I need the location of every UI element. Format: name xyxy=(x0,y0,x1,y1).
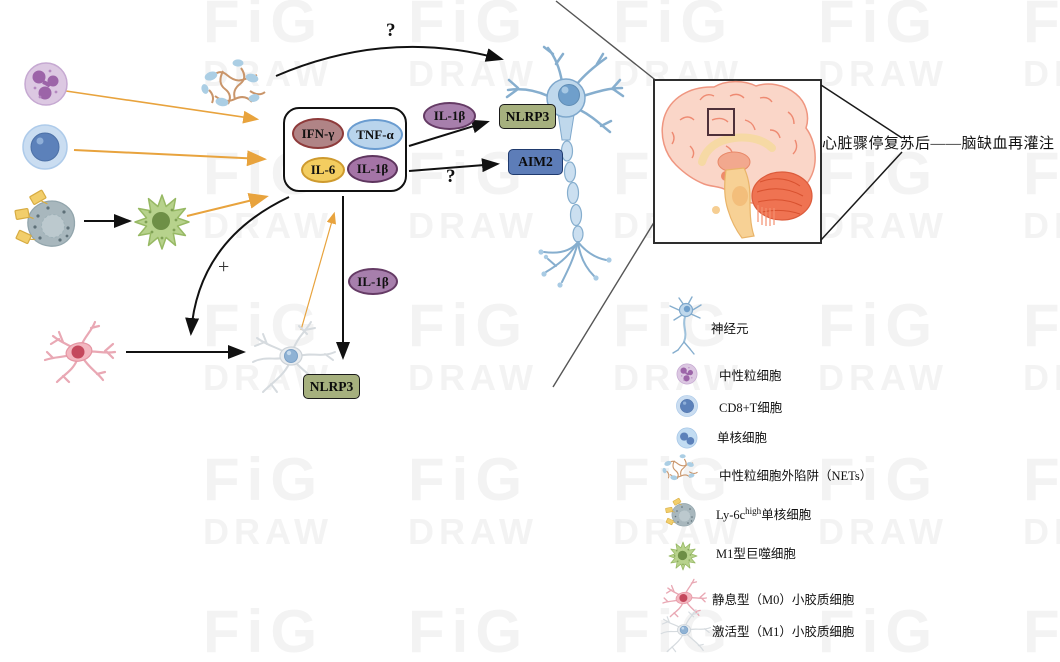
magnified-region-box xyxy=(707,108,735,136)
ly6c-monocyte-cell xyxy=(14,189,76,247)
legend-m1-microglia-icon xyxy=(660,608,712,653)
corpus-callosum xyxy=(698,133,776,166)
il1b-oval: IL-1β xyxy=(347,155,398,183)
ly6c-suffix: 单核细胞 xyxy=(761,508,812,523)
legend-cd8t-icon xyxy=(676,395,698,417)
ifn-gamma-oval: IFN-γ xyxy=(292,118,344,149)
aim2-badge: AIM2 xyxy=(508,149,563,175)
cd8t-cell xyxy=(22,124,68,170)
arrow-neutrophil-to-cytokines xyxy=(65,90,260,124)
legend-label-monocyte: 单核细胞 xyxy=(717,431,768,445)
legend-label-cd8t: CD8+T细胞 xyxy=(719,401,783,415)
arrow-microglia-to-cytokines xyxy=(300,211,336,331)
neutrophil-cell xyxy=(23,61,69,107)
tnf-alpha-oval: TNF-α xyxy=(347,119,403,150)
question-mark-top: ? xyxy=(386,20,396,41)
brain-inset xyxy=(653,79,903,244)
arrow-macrophage-to-cytokines xyxy=(186,193,269,217)
question-mark-aim2: ? xyxy=(446,166,456,187)
legend-label-nets: 中性粒细胞外陷阱（NETs） xyxy=(719,469,873,483)
resting-microglia-cell xyxy=(43,320,117,384)
legend-label-macrophage: M1型巨噬细胞 xyxy=(716,547,796,561)
neuron-axon-terminals xyxy=(543,241,607,283)
legend-neutrophil-icon xyxy=(675,362,699,386)
arrow-to-aim2 xyxy=(408,158,500,173)
arrow-cd8t-to-cytokines xyxy=(73,149,267,167)
caption-lines xyxy=(820,84,903,241)
neuron-nucleus xyxy=(558,84,580,106)
neuron xyxy=(505,45,625,288)
ly6c-prefix: Ly-6c xyxy=(716,508,746,523)
legend-ly6c-icon xyxy=(665,497,696,527)
il6-oval: IL-6 xyxy=(301,157,345,183)
legend-m0-microglia-icon xyxy=(662,578,708,618)
cytokine-box: IFN-γ TNF-α IL-6 IL-1β xyxy=(283,107,407,192)
brain-caption: 心脏骤停复苏后——脑缺血再灌注 xyxy=(822,136,1055,152)
arrow-il1b-to-nlrp3 xyxy=(408,119,490,147)
gyri xyxy=(671,93,798,159)
legend-nets-icon xyxy=(661,453,699,482)
ly6c-sup: high xyxy=(745,506,762,516)
legend-macrophage-icon xyxy=(668,541,698,571)
legend-label-neutrophil: 中性粒细胞 xyxy=(719,369,782,383)
nlrp3-neuron-badge: NLRP3 xyxy=(499,104,556,129)
vermis xyxy=(757,205,775,226)
arrow-cytokines-activate-microglia xyxy=(185,196,290,336)
legend-label-ly6c: Ly-6chigh单核细胞 xyxy=(716,506,811,523)
legend-neuron-icon xyxy=(669,296,702,355)
arrows xyxy=(65,45,504,360)
legend-label-neuron: 神经元 xyxy=(711,322,749,336)
nlrp3-microglia-badge: NLRP3 xyxy=(303,374,360,399)
m1-macrophage-cell xyxy=(134,194,190,250)
legend-label-m0-microglia: 静息型（M0）小胶质细胞 xyxy=(712,593,855,607)
plus-sign: + xyxy=(218,256,230,278)
legend-icons xyxy=(660,296,712,653)
neuron-axon-myelin xyxy=(560,140,584,243)
il1b-lower-oval: IL-1β xyxy=(348,268,398,295)
arrow-nets-to-neuron xyxy=(275,45,504,77)
legend-label-m1-microglia: 激活型（M1）小胶质细胞 xyxy=(712,625,855,639)
legend-monocyte-icon xyxy=(676,427,698,449)
nets-structure xyxy=(199,58,266,109)
il1b-top-oval: IL-1β xyxy=(423,102,476,130)
